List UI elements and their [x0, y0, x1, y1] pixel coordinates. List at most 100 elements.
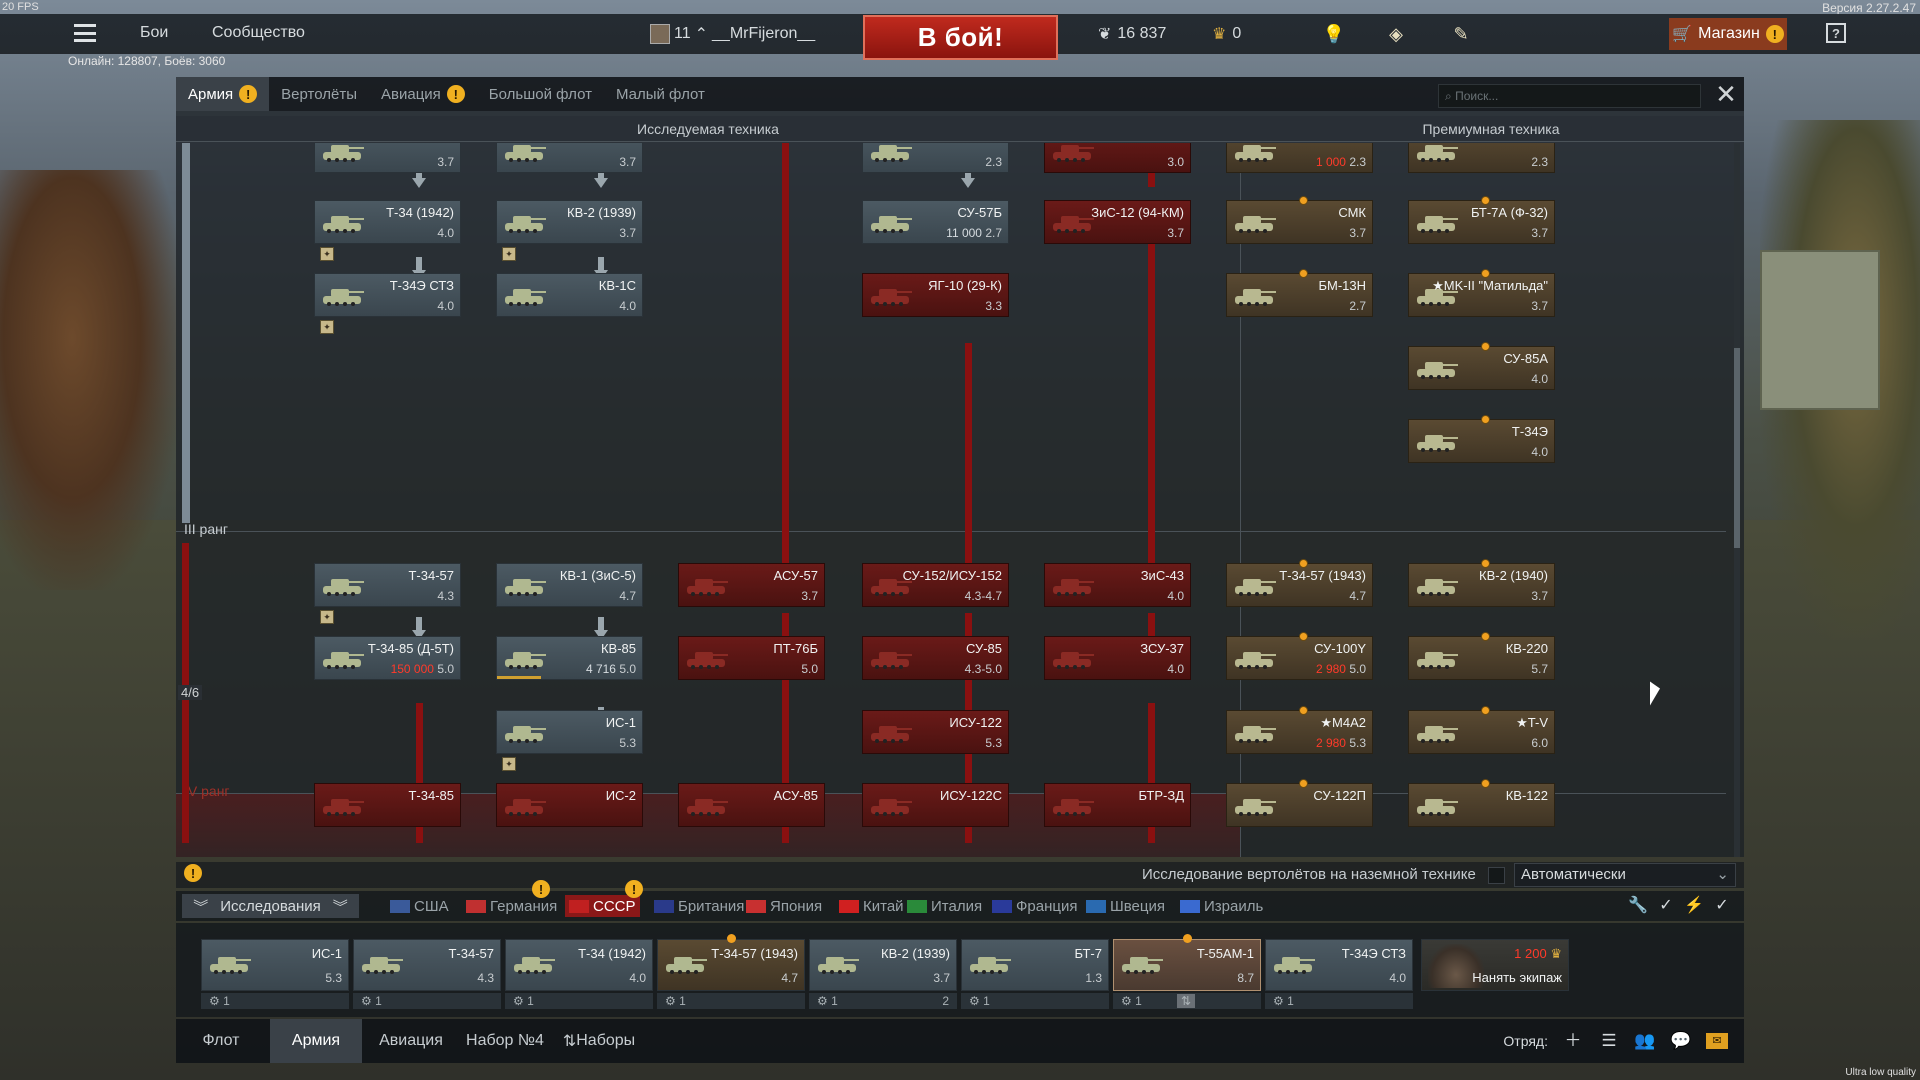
vehicle-card[interactable]: ИС-2	[496, 783, 643, 827]
scrollbar-thumb[interactable]	[1734, 348, 1740, 548]
vehicle-card[interactable]: АСУ-85	[678, 783, 825, 827]
shop-button[interactable]: 🛒 Магазин !	[1669, 18, 1787, 50]
nation-tab[interactable]: Япония	[742, 895, 826, 917]
hamburger-icon[interactable]	[74, 24, 96, 42]
vehicle-card[interactable]: Т-34-85 (Д-5Т)150 000 5.0	[314, 636, 461, 680]
slot-card[interactable]: Т-34-57 (1943)4.7	[657, 939, 805, 991]
check-icon[interactable]: ✓	[1715, 897, 1729, 914]
nation-tab[interactable]: Израиль	[1176, 895, 1267, 917]
nation-tab[interactable]: Британия	[650, 895, 748, 917]
vehicle-card[interactable]: 2.3	[1408, 143, 1555, 173]
check-icon[interactable]: ✓	[1659, 897, 1673, 914]
vehicle-card[interactable]: КВ-2 (1940)3.7	[1408, 559, 1555, 607]
to-battle-button[interactable]: В бой!	[863, 15, 1058, 60]
heli-research-select[interactable]: Автоматически⌄	[1514, 863, 1736, 887]
nation-tab[interactable]: СССР	[565, 895, 640, 917]
nation-tab[interactable]: Франция	[988, 895, 1081, 917]
community-link[interactable]: Сообщество	[212, 24, 305, 41]
help-button[interactable]: ?	[1826, 23, 1846, 43]
warning-icon[interactable]: !	[184, 864, 202, 882]
vehicle-card[interactable]: ЗиС-12 (94-КМ)3.7	[1044, 200, 1191, 244]
chat-icon[interactable]: 💬	[1670, 1031, 1692, 1050]
wrench-icon[interactable]: 🔧	[1628, 897, 1648, 914]
nation-tab[interactable]: Германия	[462, 895, 561, 917]
mail-icon[interactable]: ✉	[1706, 1033, 1728, 1049]
contacts-icon[interactable]: 👥	[1634, 1031, 1656, 1050]
tab-aviation[interactable]: Авиация!	[369, 77, 477, 111]
nation-tab[interactable]: Италия	[903, 895, 986, 917]
vehicle-card[interactable]: КВ-2 (1939)3.7	[496, 200, 643, 244]
vehicle-card[interactable]: Т-34-57 (1943)4.7	[1226, 559, 1373, 607]
nation-tab[interactable]: Швеция	[1082, 895, 1169, 917]
research-button[interactable]: ︾ Исследования ︾	[182, 894, 359, 918]
tab-army[interactable]: Армия!	[176, 77, 270, 111]
vehicle-card[interactable]: 3.0	[1044, 143, 1191, 173]
vehicle-card[interactable]: ★MK-II "Матильда"3.7	[1408, 269, 1555, 317]
tab-fleet[interactable]: Флот	[202, 1032, 240, 1049]
vehicle-card[interactable]: КВ-122	[1408, 779, 1555, 827]
crew-slot[interactable]: Т-34 (1942)4.0⚙ 1	[505, 939, 655, 1011]
diamond-icon[interactable]: ◈	[1389, 23, 1403, 44]
vehicle-card[interactable]: 2.3	[862, 143, 1009, 173]
nation-tab[interactable]: США	[386, 895, 453, 917]
vehicle-card[interactable]: Т-34-85	[314, 783, 461, 827]
repair-icon[interactable]: ⚡	[1684, 897, 1704, 914]
hire-crew-button[interactable]: 1 200 ♛ Нанять экипаж	[1421, 939, 1569, 991]
vehicle-card[interactable]: Т-34 (1942)4.0	[314, 200, 461, 244]
tab-army-preset[interactable]: Армия	[270, 1019, 362, 1063]
slot-card[interactable]: КВ-2 (1939)3.7	[809, 939, 957, 991]
tab-aviation-preset[interactable]: Авиация	[379, 1032, 443, 1049]
battles-link[interactable]: Бои	[140, 24, 169, 41]
list-icon[interactable]: ☰	[1601, 1031, 1617, 1050]
swap-icon[interactable]: ⇅	[1177, 994, 1195, 1008]
lightbulb-icon[interactable]: 💡	[1322, 23, 1346, 44]
vehicle-card[interactable]: СУ-122П	[1226, 779, 1373, 827]
vehicle-card[interactable]: БТР-ЗД	[1044, 783, 1191, 827]
vehicle-card[interactable]: КВ-1 (ЗиС-5)4.7	[496, 563, 643, 607]
slot-card[interactable]: Т-34 (1942)4.0	[505, 939, 653, 991]
tab-helicopters[interactable]: Вертолёты	[269, 77, 369, 111]
tab-bluewater-fleet[interactable]: Большой флот	[477, 77, 604, 111]
tab-preset-4[interactable]: Набор №4	[466, 1032, 544, 1049]
vehicle-card[interactable]: ИСУ-122С	[862, 783, 1009, 827]
plus-icon[interactable]: ＋	[1564, 1031, 1582, 1050]
coupon-icon[interactable]: ✎	[1453, 23, 1469, 44]
search-input[interactable]: ⌕ Поиск...	[1438, 84, 1701, 108]
tab-coastal-fleet[interactable]: Малый флот	[604, 77, 717, 111]
profile[interactable]: 11 ⌃ __MrFijeron__	[650, 24, 815, 44]
vehicle-card[interactable]: 3.7	[314, 143, 461, 173]
crew-slot[interactable]: Т-34-57 (1943)4.7⚙ 1	[657, 934, 807, 1011]
scrollbar[interactable]	[1734, 143, 1740, 857]
presets-button[interactable]: ⇅ Наборы	[554, 1019, 644, 1063]
